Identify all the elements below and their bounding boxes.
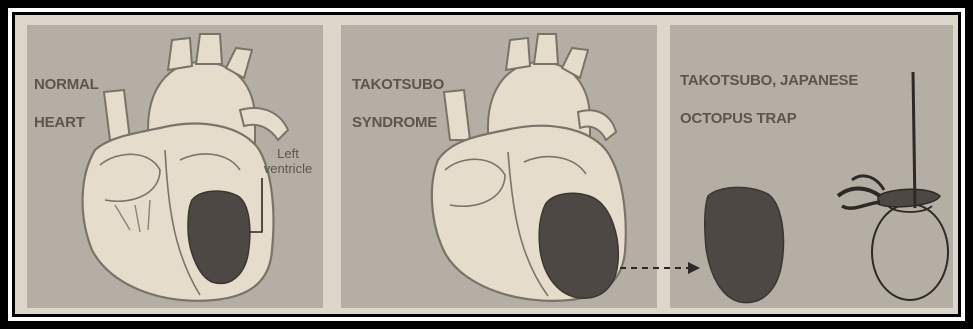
takotsubo-heart-illustration [432,34,700,301]
tako-heart-sva [444,90,470,140]
label-normal-heart: NORMAL HEART [34,56,99,132]
label-octopus-trap: TAKOTSUBO, JAPANESE OCTOPUS TRAP [680,52,858,128]
tako-heart-vessel-1 [506,38,530,70]
trap-stick [913,72,915,208]
rope-strand-1 [838,189,880,197]
rope-strand-2 [842,202,880,208]
octopus-pot [872,204,948,300]
octopus-title-line-2: OCTOPUS TRAP [680,110,797,127]
normal-heart-sva [104,90,130,140]
takotsubo-title-line-2: SYNDROME [352,114,437,131]
tako-arrow-head [688,262,700,274]
normal-heart-title-line-1: NORMAL [34,76,99,93]
takotsubo-title-line-1: TAKOTSUBO [352,76,444,93]
isolated-ventricle [705,187,784,302]
normal-heart-title-line-2: HEART [34,114,85,131]
normal-heart-vessel-1 [168,38,192,70]
tako-heart-vessel-2 [534,34,558,64]
normal-heart-vessel-2 [196,34,222,64]
pot-rope-wrap [878,189,940,207]
left-ventricle-label: Left ventricle [258,146,318,176]
left-ventricle-label-line-2: ventricle [264,161,312,176]
octopus-title-line-1: TAKOTSUBO, JAPANESE [680,72,858,89]
label-takotsubo-syndrome: TAKOTSUBO SYNDROME [352,56,444,132]
left-ventricle-label-line-1: Left [277,146,299,161]
